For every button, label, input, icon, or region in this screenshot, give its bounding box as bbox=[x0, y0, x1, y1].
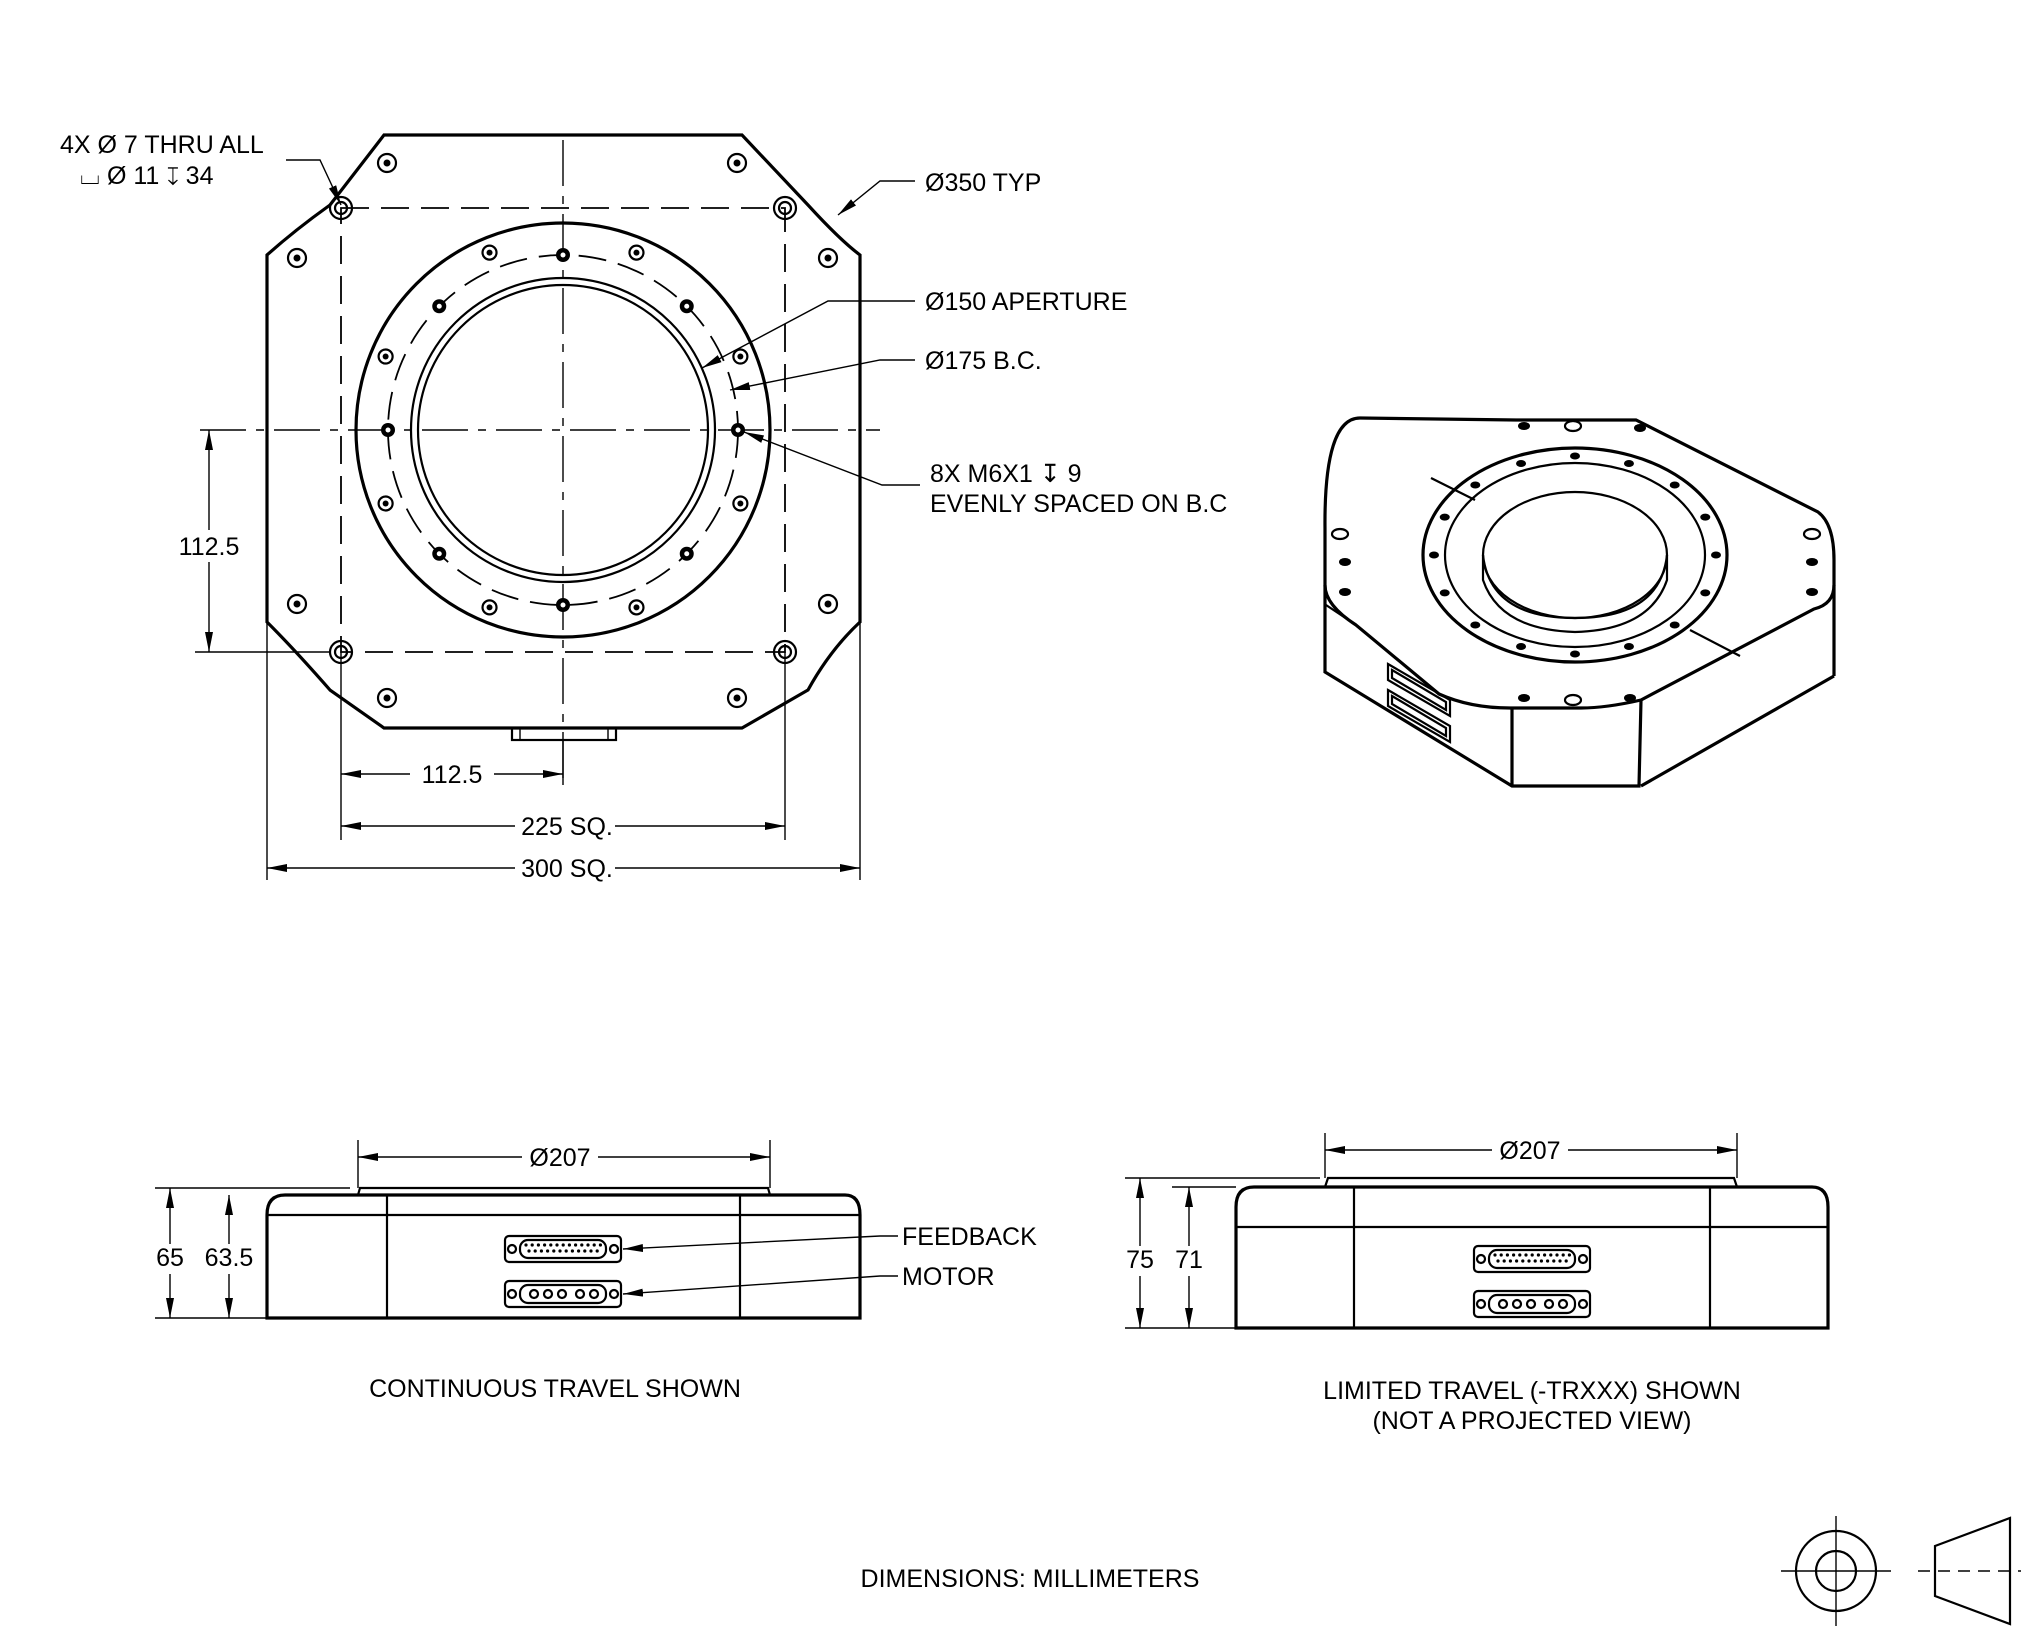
iso-ring-hole bbox=[1669, 481, 1680, 489]
feedback-connector bbox=[503, 1234, 623, 1264]
dim-vertical-112-5: 112.5 bbox=[179, 533, 240, 561]
iso-mount-hole bbox=[1806, 588, 1818, 596]
callout-bolt-circle: Ø175 B.C. bbox=[925, 347, 1042, 375]
callout-aperture: Ø150 APERTURE bbox=[925, 288, 1127, 316]
base-holes bbox=[286, 152, 839, 709]
ring-hole bbox=[628, 244, 645, 261]
ring-hole bbox=[732, 348, 749, 365]
continuous-height-65: 65 bbox=[156, 1244, 184, 1272]
iso-base-hole bbox=[1563, 419, 1583, 433]
callout-dia-350: Ø350 TYP bbox=[925, 169, 1041, 197]
rotary-table-ring bbox=[354, 221, 772, 639]
hole-pattern-square bbox=[340, 207, 786, 653]
iso-mount-hole bbox=[1806, 558, 1818, 566]
thru-hole bbox=[772, 195, 798, 221]
iso-holes bbox=[1330, 419, 1822, 707]
limited-dia-207: Ø207 bbox=[1499, 1137, 1560, 1165]
ring-hole bbox=[628, 599, 645, 616]
limited-height-75: 75 bbox=[1126, 1246, 1154, 1274]
iso-ring-hole bbox=[1700, 513, 1711, 521]
iso-base-hole bbox=[1330, 527, 1350, 541]
callout-thru-holes-line2: ⌴ Ø 11 ↧ 34 bbox=[80, 162, 214, 190]
thru-holes bbox=[328, 195, 798, 665]
iso-ring-hole bbox=[1429, 551, 1439, 559]
ring-hole bbox=[732, 495, 749, 512]
iso-ring-hole bbox=[1623, 642, 1634, 650]
iso-ring-hole bbox=[1470, 621, 1481, 629]
iso-mount-hole bbox=[1624, 694, 1636, 702]
continuous-side-view: Ø207 65 63.5 FEEDBACK MOTOR CONTINUOUS T… bbox=[154, 1140, 1037, 1403]
limited-side-view: Ø207 75 71 LIMITED TRAVEL (-TRXXX) SHOWN… bbox=[1124, 1133, 1830, 1435]
iso-ring-hole bbox=[1669, 621, 1680, 629]
callout-tapped-holes-line2: EVENLY SPACED ON B.C bbox=[930, 490, 1227, 518]
base-hole bbox=[817, 593, 839, 615]
third-angle-projection-icon bbox=[1781, 1516, 2021, 1626]
motor-label: MOTOR bbox=[902, 1263, 995, 1291]
iso-mount-hole bbox=[1339, 588, 1351, 596]
top-view: 112.5 112.5 225 SQ. 300 SQ. 4X Ø 7 THRU … bbox=[60, 131, 1227, 884]
limited-motor-connector bbox=[1472, 1289, 1592, 1319]
iso-ring-hole bbox=[1439, 513, 1450, 521]
thru-hole bbox=[328, 195, 354, 221]
iso-ring-hole bbox=[1570, 452, 1580, 460]
limited-caption-line1: LIMITED TRAVEL (-TRXXX) SHOWN bbox=[1323, 1377, 1741, 1405]
dim-horizontal-112-5: 112.5 bbox=[422, 761, 483, 789]
base-hole bbox=[286, 593, 308, 615]
iso-ring-hole bbox=[1711, 551, 1721, 559]
base-hole bbox=[726, 152, 748, 174]
continuous-height-63-5: 63.5 bbox=[205, 1244, 254, 1272]
ring-hole bbox=[481, 599, 498, 616]
iso-connector-feedback bbox=[1386, 662, 1452, 718]
iso-ring-hole bbox=[1700, 589, 1711, 597]
ring-hole bbox=[377, 495, 394, 512]
ring-hole bbox=[377, 348, 394, 365]
base-hole bbox=[726, 687, 748, 709]
iso-base-hole bbox=[1563, 693, 1583, 707]
base-hole bbox=[817, 247, 839, 269]
aperture-inner bbox=[416, 283, 710, 577]
iso-mount-hole bbox=[1634, 424, 1646, 432]
bottom-connector-tab bbox=[510, 726, 618, 742]
dim-225-sq: 225 SQ. bbox=[521, 813, 613, 841]
iso-mount-hole bbox=[1518, 422, 1530, 430]
base-hole bbox=[376, 152, 398, 174]
base-hole bbox=[286, 247, 308, 269]
ring-holes bbox=[377, 244, 749, 616]
iso-ring-hole bbox=[1439, 589, 1450, 597]
tapped-holes bbox=[381, 248, 745, 612]
top-view-outline bbox=[265, 133, 862, 730]
continuous-dia-207: Ø207 bbox=[529, 1144, 590, 1172]
iso-ring-hole bbox=[1570, 650, 1580, 658]
isometric-view bbox=[1323, 416, 1836, 788]
aperture-outer bbox=[409, 276, 717, 584]
limited-caption-line2: (NOT A PROJECTED VIEW) bbox=[1372, 1407, 1691, 1435]
continuous-caption: CONTINUOUS TRAVEL SHOWN bbox=[369, 1375, 741, 1403]
callout-tapped-holes-line1: 8X M6X1 ↧ 9 bbox=[930, 460, 1082, 488]
base-hole bbox=[376, 687, 398, 709]
iso-ring-hole bbox=[1623, 460, 1634, 468]
iso-ring-hole bbox=[1516, 460, 1527, 468]
units-note: DIMENSIONS: MILLIMETERS bbox=[861, 1565, 1200, 1593]
ring-hole bbox=[481, 244, 498, 261]
motor-connector bbox=[503, 1279, 623, 1309]
iso-base-hole bbox=[1802, 527, 1822, 541]
iso-ring-hole bbox=[1516, 642, 1527, 650]
feedback-label: FEEDBACK bbox=[902, 1223, 1037, 1251]
limited-feedback-connector bbox=[1472, 1244, 1592, 1274]
callout-thru-holes-line1: 4X Ø 7 THRU ALL bbox=[60, 131, 264, 159]
dim-300-sq: 300 SQ. bbox=[521, 855, 613, 883]
iso-mount-hole bbox=[1518, 694, 1530, 702]
iso-mount-hole bbox=[1339, 558, 1351, 566]
iso-connector-motor bbox=[1386, 688, 1452, 744]
iso-ring-hole bbox=[1470, 481, 1481, 489]
limited-height-71: 71 bbox=[1175, 1246, 1203, 1274]
